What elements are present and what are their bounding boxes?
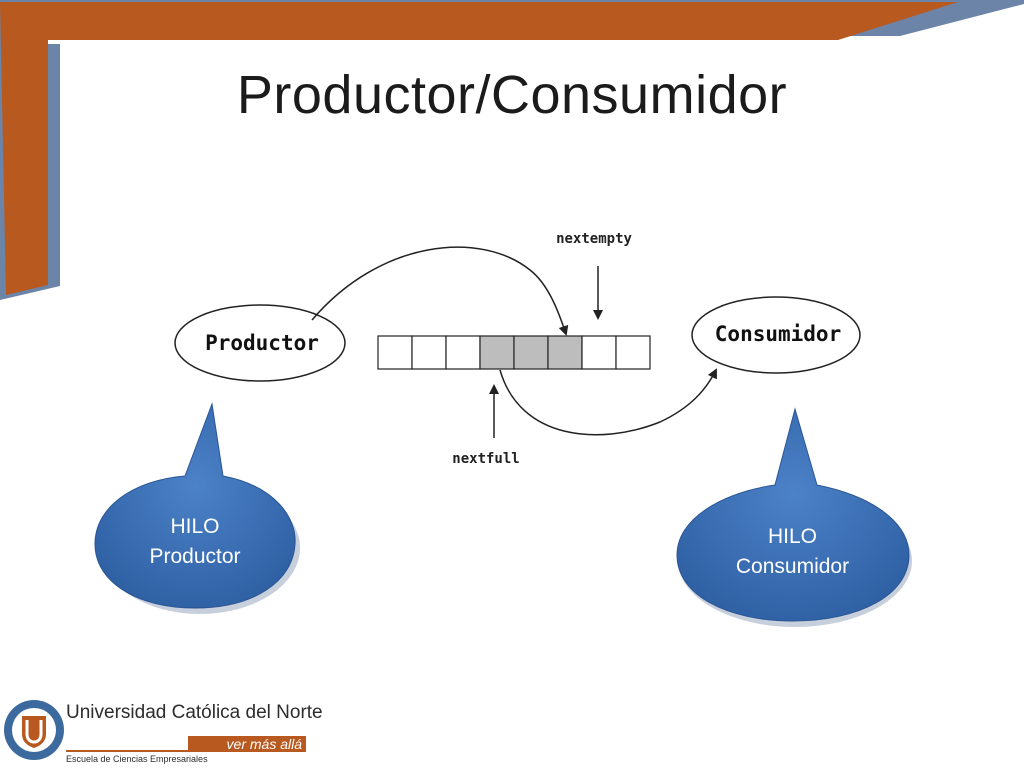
- buffer-slot-filled: [479, 335, 515, 370]
- university-name: Universidad Católica del Norte: [66, 702, 323, 723]
- header-orange-band: [0, 2, 958, 295]
- consume-arrow: [499, 368, 717, 436]
- producer-callout: [94, 402, 300, 614]
- producer-callout-line2: Productor: [149, 545, 241, 568]
- consumer-callout-line2: Consumidor: [735, 555, 850, 578]
- consumer-callout-line1: HILO: [767, 525, 817, 548]
- nextfull-label: nextfull: [452, 451, 519, 467]
- buffer-slot-filled: [547, 335, 583, 370]
- university-seal-logo: [4, 700, 64, 760]
- university-tagline: ver más allá: [188, 736, 306, 752]
- buffer-slot-empty: [445, 335, 481, 370]
- nextempty-label: nextempty: [556, 231, 632, 247]
- consumer-node-label: Consumidor: [715, 322, 841, 346]
- producer-node-label: Productor: [205, 331, 319, 355]
- header-decoration: [0, 0, 1024, 300]
- produce-arrow: [311, 246, 569, 336]
- buffer-slot-empty: [411, 335, 447, 370]
- producer-callout-text: HILO Productor: [110, 512, 280, 572]
- university-branding: Universidad Católica del Norte ver más a…: [0, 690, 323, 768]
- producer-consumer-diagram: Productor Consumidor nextempty nextfull: [174, 231, 861, 467]
- buffer: [377, 335, 651, 370]
- page-title: Productor/Consumidor: [236, 65, 788, 125]
- buffer-slot-empty: [377, 335, 413, 370]
- consumer-callout-shape: [676, 407, 910, 622]
- producer-callout-shape: [94, 402, 296, 609]
- consumer-node: [691, 296, 861, 374]
- school-name: Escuela de Ciencias Empresariales: [66, 754, 208, 764]
- producer-node: [174, 304, 346, 382]
- consumer-callout: [676, 407, 912, 627]
- buffer-slot-empty: [615, 335, 651, 370]
- buffer-slot-filled: [513, 335, 549, 370]
- brand-underline: [66, 736, 188, 752]
- header-white-inset: [48, 40, 838, 44]
- buffer-slot-empty: [581, 335, 617, 370]
- consumer-callout-text: HILO Consumidor: [700, 522, 885, 582]
- producer-callout-line1: HILO: [170, 515, 220, 538]
